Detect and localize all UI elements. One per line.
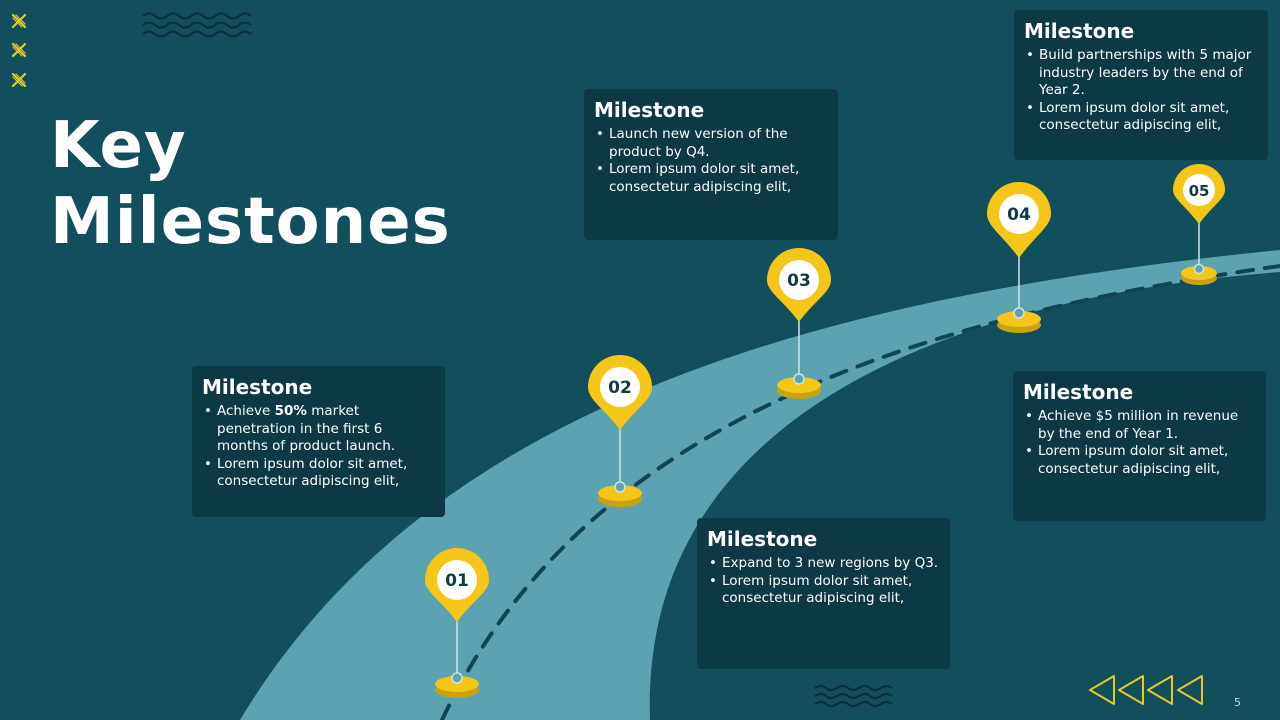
road xyxy=(240,250,1280,720)
title-line-2: Milestones xyxy=(50,185,451,259)
pin-label-04: 04 xyxy=(1007,205,1031,225)
bullet-item: Lorem ipsum dolor sit amet, consectetur … xyxy=(1025,443,1256,478)
wave-icon xyxy=(142,12,252,38)
bullet-list: Launch new version of the product by Q4.… xyxy=(594,126,828,196)
milestone-card-04: Milestone Build partnerships with 5 majo… xyxy=(1014,10,1268,160)
milestone-card-02: Milestone Launch new version of the prod… xyxy=(584,89,838,240)
milestone-card-05: Milestone Achieve $5 million in revenue … xyxy=(1013,371,1266,521)
bullet-list: Achieve $5 million in revenue by the end… xyxy=(1023,408,1256,478)
bullet-item: Lorem ipsum dolor sit amet, consectetur … xyxy=(709,573,940,608)
bullet-item: Achieve 50% market penetration in the fi… xyxy=(204,403,435,456)
cross-icon xyxy=(11,13,27,29)
milestone-pin-02: 02 xyxy=(588,355,652,507)
pin-label-01: 01 xyxy=(445,571,469,591)
bullet-bold-text: 50% xyxy=(274,403,307,419)
bullet-item: Lorem ipsum dolor sit amet, consectetur … xyxy=(204,456,435,491)
triangle-arrow-left-icon xyxy=(1089,675,1203,705)
milestone-pin-05: 05 xyxy=(1173,164,1225,285)
bullet-list: Expand to 3 new regions by Q3. Lorem ips… xyxy=(707,555,940,608)
cross-icons xyxy=(11,13,27,88)
slide-title: Key Milestones xyxy=(50,108,451,260)
pin-label-05: 05 xyxy=(1189,182,1210,200)
milestone-card-03: Milestone Expand to 3 new regions by Q3.… xyxy=(697,518,950,669)
pin-label-03: 03 xyxy=(787,271,811,291)
wave-icon xyxy=(814,685,893,707)
page-number: 5 xyxy=(1234,696,1241,709)
pin-label-02: 02 xyxy=(608,378,632,398)
card-title: Milestone xyxy=(202,375,313,399)
card-title: Milestone xyxy=(594,98,705,122)
milestone-pin-03: 03 xyxy=(767,248,831,399)
bullet-item: Expand to 3 new regions by Q3. xyxy=(709,555,940,573)
bullet-item: Lorem ipsum dolor sit amet, consectetur … xyxy=(596,161,828,196)
bullet-item: Lorem ipsum dolor sit amet, consectetur … xyxy=(1026,100,1258,135)
bullet-text: Achieve xyxy=(217,403,275,419)
card-title: Milestone xyxy=(1024,19,1135,43)
card-title: Milestone xyxy=(1023,380,1134,404)
cross-icon xyxy=(11,72,27,88)
bullet-list: Build partnerships with 5 major industry… xyxy=(1024,47,1258,135)
milestone-pin-01: 01 xyxy=(425,548,489,698)
title-line-1: Key xyxy=(50,109,187,183)
bullet-list: Achieve 50% market penetration in the fi… xyxy=(202,403,435,491)
bullet-text: market penetration in the first 6 months… xyxy=(217,403,396,454)
milestone-card-01: Milestone Achieve 50% market penetration… xyxy=(192,366,445,517)
milestone-pin-04: 04 xyxy=(987,182,1051,333)
cross-icon xyxy=(11,42,27,58)
bullet-item: Achieve $5 million in revenue by the end… xyxy=(1025,408,1256,443)
bullet-item: Launch new version of the product by Q4. xyxy=(596,126,828,161)
bullet-item: Build partnerships with 5 major industry… xyxy=(1026,47,1258,100)
road-dashed-line xyxy=(440,264,1280,720)
card-title: Milestone xyxy=(707,527,818,551)
